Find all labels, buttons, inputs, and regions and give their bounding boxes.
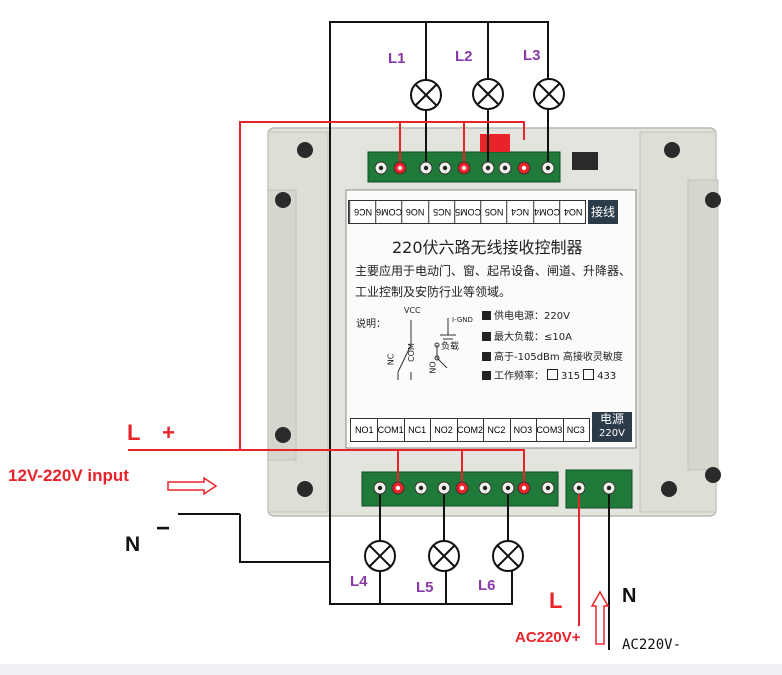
wire-red-top-com4 bbox=[464, 121, 525, 140]
lamp-l5-icon-cross-1 bbox=[432, 544, 456, 568]
panel-desc-line2: 工业控制及安防行业等领域。 bbox=[355, 285, 512, 299]
vcc-label: VCC bbox=[404, 306, 421, 315]
bottom-screw-5-center bbox=[459, 485, 465, 491]
input-minus-sign: − bbox=[156, 515, 171, 542]
top-terminal-nc4: NC4 bbox=[506, 201, 534, 223]
lamp-l6-icon-cross-1 bbox=[496, 544, 520, 568]
gnd-label: I-GND bbox=[452, 316, 473, 324]
bottom-screw-7-center bbox=[505, 485, 511, 491]
top-terminal-no6: NO6 bbox=[401, 201, 429, 223]
wires-red bbox=[128, 121, 580, 626]
top-terminal-nc5: NC5 bbox=[427, 201, 455, 223]
bottom-screw-4-center bbox=[441, 485, 447, 491]
input-arrow-icon bbox=[167, 476, 218, 496]
top-screw-4-center bbox=[442, 165, 448, 171]
lamp-label-l6: L6 bbox=[478, 577, 496, 594]
top-screw-9-center bbox=[545, 165, 551, 171]
bottom-terminal-com3: COM3 bbox=[536, 419, 564, 441]
input-n-label: N bbox=[125, 533, 141, 556]
bottom-terminal-no3: NO3 bbox=[510, 419, 538, 441]
bottom-terminal-nc3: NC3 bbox=[563, 419, 590, 441]
top-screw-5-center bbox=[461, 165, 467, 171]
panel-desc-line1: 主要应用于电动门、窗、起吊设备、闸道、升降器、 bbox=[355, 264, 632, 278]
spec-power: 供电电源：220V bbox=[482, 307, 570, 322]
wire-bottom-frame bbox=[329, 167, 513, 605]
bottom-screw-8-center bbox=[521, 485, 527, 491]
input-voltage-label: 12V-220V input bbox=[8, 466, 129, 485]
relay-schematic bbox=[397, 318, 456, 380]
ac-n-label: N bbox=[622, 585, 637, 607]
no-label: NO bbox=[428, 361, 438, 374]
top-screw-8-center bbox=[521, 165, 527, 171]
lamp-l1-icon-cross-1 bbox=[414, 83, 438, 107]
top-terminal-com5: COM5 bbox=[453, 201, 482, 223]
input-l-plus-label: L + bbox=[127, 420, 184, 445]
wire-red-bottom-feed bbox=[155, 449, 525, 488]
top-screw-1-center bbox=[378, 165, 384, 171]
wire-top-frame bbox=[329, 21, 549, 167]
lamp-label-l2: L2 bbox=[455, 48, 473, 65]
top-screw-7-center bbox=[502, 165, 508, 171]
bottom-terminal-nc1: NC1 bbox=[404, 419, 432, 441]
top-terminal-nc6: NC6 bbox=[349, 201, 377, 223]
panel-title: 220伏六路无线接收控制器 bbox=[392, 238, 583, 257]
top-terminal-com6: COM6 bbox=[375, 201, 403, 223]
power-badge: 电源 220V bbox=[592, 412, 632, 442]
ac-up-arrow-icon bbox=[590, 590, 610, 645]
ac-plus-label: AC220V+ bbox=[515, 629, 581, 646]
lamp-label-l3: L3 bbox=[523, 47, 541, 64]
com-label: COM bbox=[406, 343, 416, 362]
ac-minus-label: AC220V- bbox=[622, 637, 682, 653]
bottom-terminal-no1: NO1 bbox=[351, 419, 379, 441]
lamp-label-l4: L4 bbox=[350, 573, 368, 590]
page-bottom-strip bbox=[0, 664, 782, 675]
bottom-terminal-nc2: NC2 bbox=[483, 419, 511, 441]
top-terminal-com4: COM4 bbox=[532, 201, 560, 223]
lamp-l3-icon-cross-1 bbox=[537, 82, 561, 106]
bottom-screw-1-center bbox=[377, 485, 383, 491]
label-panel bbox=[345, 189, 637, 449]
bottom-screw-2-center bbox=[395, 485, 401, 491]
bottom-screw-9-center bbox=[545, 485, 551, 491]
brand-badge: 接线 bbox=[588, 200, 618, 224]
lamps bbox=[364, 78, 565, 572]
top-screw-6-center bbox=[485, 165, 491, 171]
lamp-l2-icon-cross-1 bbox=[476, 82, 500, 106]
lamp-label-l5: L5 bbox=[416, 579, 434, 596]
top-terminal-no5: NO5 bbox=[480, 201, 508, 223]
spec-sensitivity: 高于-105dBm 高接收灵敏度 bbox=[482, 348, 623, 363]
lamp-l4-icon-cross-1 bbox=[368, 544, 392, 568]
ac-l-label: L bbox=[549, 588, 563, 613]
bottom-screw-6-center bbox=[482, 485, 488, 491]
power-label: 电源 bbox=[599, 412, 624, 426]
bottom-screw-3-center bbox=[418, 485, 424, 491]
nc-label: NC bbox=[386, 353, 396, 366]
note-label: 说明： bbox=[356, 319, 386, 330]
bottom-terminal-no2: NO2 bbox=[430, 419, 458, 441]
wire-input-n bbox=[239, 514, 330, 563]
bottom-terminal-com2: COM2 bbox=[457, 419, 485, 441]
top-screw-2-center bbox=[397, 165, 403, 171]
power-screw-l-center bbox=[576, 485, 582, 491]
top-screw-3-center bbox=[423, 165, 429, 171]
lamp-label-l1: L1 bbox=[388, 50, 406, 67]
bottom-terminal-com1: COM1 bbox=[377, 419, 405, 441]
terminal-screws bbox=[373, 161, 616, 495]
load-label: 负载 bbox=[441, 342, 460, 352]
power-screw-n-center bbox=[606, 485, 612, 491]
top-terminal-no4: NO4 bbox=[558, 201, 586, 223]
wire-red-top-feed bbox=[239, 121, 401, 450]
power-voltage: 220V bbox=[599, 428, 625, 439]
spec-max-load: 最大负载：≤10A bbox=[482, 328, 572, 343]
mounting-holes bbox=[275, 142, 721, 497]
